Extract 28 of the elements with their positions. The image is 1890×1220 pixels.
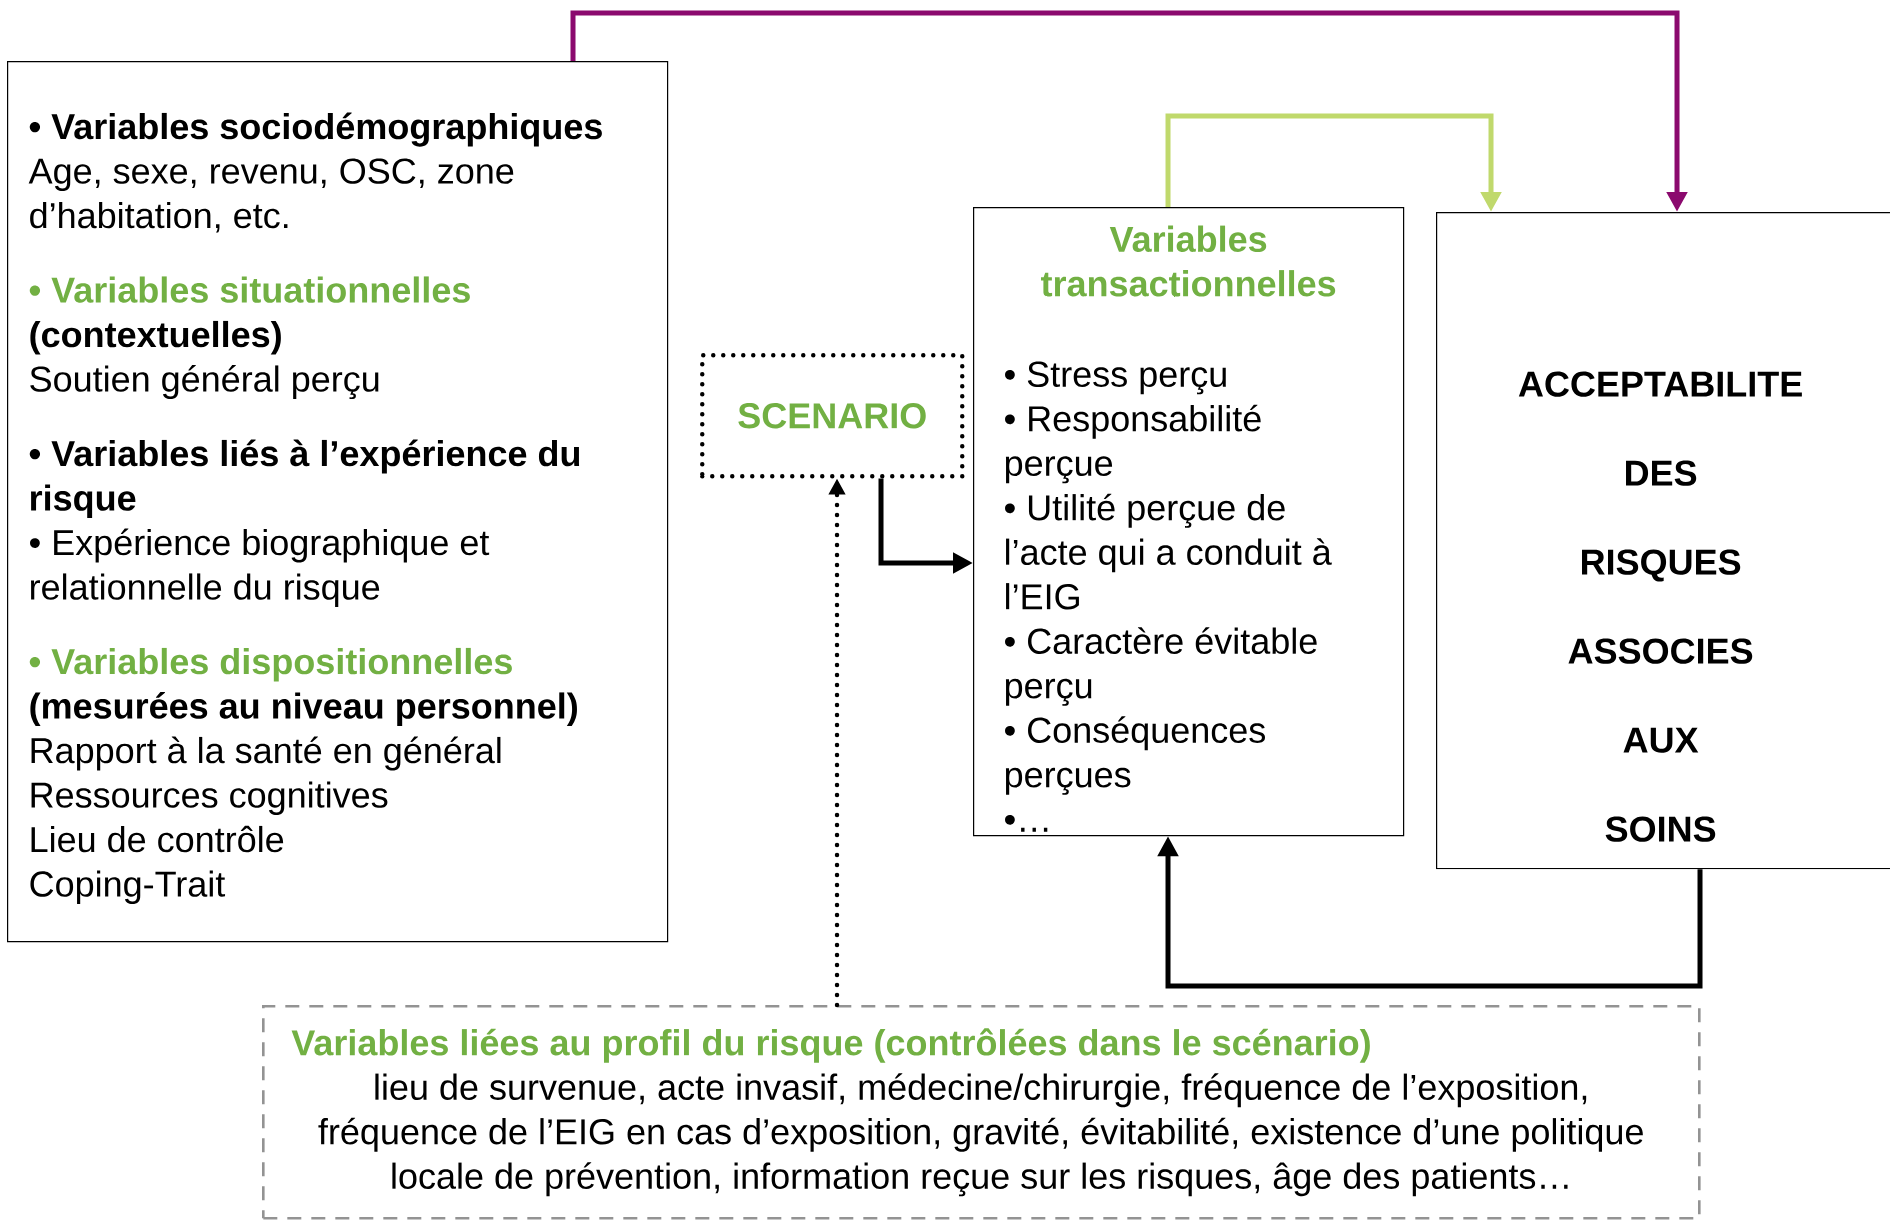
box-heading: Variables transactionnelles — [1041, 225, 1336, 297]
bullet-item: • Caractère évitable perçu — [1005, 627, 1317, 706]
bullet-item: •… — [1005, 814, 1048, 832]
section-heading: • Variables sociodémographiques — [29, 112, 602, 147]
bullet-item: • Utilité perçue de l’acte qui a conduit à l’EIG — [1005, 493, 1332, 610]
bullet-item: • Responsabilité perçue — [1005, 404, 1261, 484]
item-text: Soutien général perçu — [30, 365, 379, 400]
item-text: Age, sexe, revenu, OSC, zone d’habitation, etc. — [28, 158, 514, 233]
section-heading: • Variables dispositionnelles — [29, 647, 512, 682]
item-text: Rapport à la santé en général — [31, 736, 501, 771]
item-text: Lieu de contrôle — [31, 825, 284, 853]
transactional-box — [973, 207, 1405, 837]
item-text: • Expérience biographique et relationnelle du risque — [30, 528, 490, 607]
profile-box — [262, 1005, 1701, 1220]
box-heading: Variables liées au profil du risque (contrôlées dans le scénario) — [291, 1028, 1370, 1063]
box-title: ACCEPTABILITE DES RISQUES ASSOCIES AUX SOINS — [1518, 371, 1802, 842]
bullet-item: • Conséquences perçues — [1005, 716, 1265, 795]
item-text: Coping-Trait — [30, 870, 226, 904]
item-text: Ressources cognitives — [31, 781, 388, 815]
section-heading: • Variables liés à l’expérience du risque — [29, 439, 580, 518]
section-heading: • Variables situationnelles — [29, 276, 470, 303]
outcome-box — [1436, 212, 1890, 870]
factor-list: lieu de survenue, acte invasif, médecine/chirurgie, fréquence de l’exposition, fréquence de l’EIG en cas d’exposition, gravité, évitabilité, existence d’une politique locale de prévention, information reçue sur les risques, âge des patients… — [318, 1073, 1643, 1197]
section-heading: (contextuelles) — [30, 320, 281, 355]
section-heading: (mesurées au niveau personnel) — [30, 692, 577, 726]
scenario-box: SCENARIO — [700, 353, 965, 479]
bullet-item: • Stress perçu — [1005, 361, 1226, 395]
variables-box — [7, 61, 669, 943]
